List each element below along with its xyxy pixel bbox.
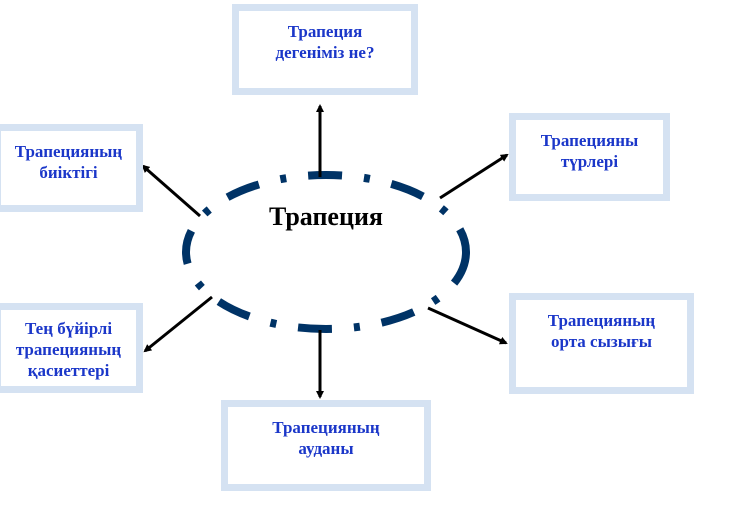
- node-midline: Трапецияның орта сызығы: [509, 293, 694, 394]
- node-types: Трапецияны түрлері: [509, 113, 670, 201]
- node-isosceles: Тең бүйірлі трапецияның қасиеттері: [0, 303, 143, 393]
- node-height: Трапецияның биіктігі: [0, 124, 143, 212]
- arrow-to-types: [439, 153, 509, 200]
- arrow-to-isosceles: [143, 295, 213, 353]
- arrow-to-height: [141, 164, 201, 218]
- node-area: Трапецияның ауданы: [221, 400, 431, 491]
- center-ellipse: [182, 171, 470, 333]
- node-definition: Трапеция дегеніміз не?: [232, 4, 418, 95]
- center-label: Трапеция: [268, 202, 384, 231]
- arrow-to-midline: [427, 306, 508, 345]
